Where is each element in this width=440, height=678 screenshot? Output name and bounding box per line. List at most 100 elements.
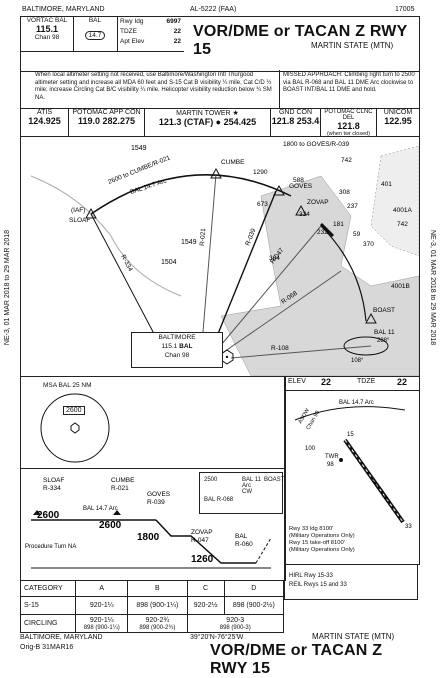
title: VOR/DME or TACAN Z RWY 15 (193, 23, 408, 58)
bal-dme: 14.7 (84, 31, 106, 40)
profile-view: SLOAF R-334 CUMBE R-021 GOVES R-039 ZOVA… (20, 468, 286, 581)
vortac-chan: Chan 98 (34, 34, 60, 41)
obstacle-401: 401 (381, 181, 392, 188)
label-r108: R-108 (271, 345, 289, 352)
fix-cumbe (210, 167, 222, 179)
apt-note-1: (Military Operations Only) (289, 533, 355, 539)
ma-r: BAL R-068 (204, 497, 234, 503)
vortac-info-box: BALTIMORE 115.1 BAL Chan 98 (131, 332, 223, 368)
footer-airport: MARTIN STATE (MTN) (312, 632, 395, 641)
comm-unicom-label: UNICOM (383, 109, 413, 116)
label-cumbe: CUMBE (221, 159, 245, 166)
label-zovap: ZOVAP (307, 199, 329, 206)
profile-cumbe: CUMBE (111, 477, 135, 484)
label-bal-arc: BAL 14.7 Arc (129, 177, 168, 196)
obstacle-4001b: 4001B (391, 283, 410, 290)
airport-name: MARTIN STATE (MTN) (311, 41, 394, 50)
apt-note-0: Rwy 33 ldg 8100' (289, 526, 334, 532)
briefing-notes: When local altimeter setting not receive… (35, 72, 272, 101)
vortac-freq: 115.1 (35, 24, 59, 34)
apt-elev: 22 (173, 38, 181, 45)
comm-tower-label: MARTIN TOWER ★ (176, 110, 239, 117)
footer-coords: 39°20'N-76°25'W (190, 634, 244, 641)
footer-location: BALTIMORE, MARYLAND (20, 634, 103, 641)
airport-diagram: ELEV 22 TDZE 22 100 BAL 14.7 Arc TWR 98 … (284, 376, 420, 565)
profile-sloaf-fix (33, 510, 41, 515)
comm-unicom-value: 122.95 (384, 116, 412, 126)
dme-arc (90, 174, 292, 215)
radial-r068 (220, 270, 342, 355)
comm-clnc-value: 121.8 (337, 121, 360, 131)
label-bal11: BAL 11 (374, 329, 395, 336)
label-goves: GOVES (289, 183, 313, 190)
profile-r334: R-334 (43, 485, 61, 492)
comm-tower-value: 121.3 (CTAF) ● 254.425 (158, 117, 257, 127)
obstacle-181: 181 (333, 221, 344, 228)
header-amdt: 17005 (395, 6, 415, 13)
label-holding-in: 288° (377, 338, 390, 344)
comm-clnc-note: (when twr closed) (326, 131, 371, 137)
min-s15-a: 920-1¼ (75, 596, 129, 615)
min-h-a: A (75, 580, 129, 597)
profile-zovap: ZOVAP (191, 529, 213, 536)
land-mass (220, 175, 419, 376)
label-r039: R-039 (244, 227, 257, 246)
profile-r021: R-021 (111, 485, 129, 492)
profile-sloaf: SLOAF (43, 477, 64, 484)
apt-rwy-a: 15 (347, 432, 354, 438)
tower-icon (339, 458, 343, 462)
minimums-header-row: CATEGORY A B C D (19, 580, 285, 597)
msa-alt: 2600 (63, 406, 85, 415)
label-boast: BOAST (373, 307, 395, 314)
tdze-value-apt: 22 (397, 377, 408, 387)
footer-title: VOR/DME or TACAN Z RWY 15 (210, 642, 383, 677)
radial-r039 (210, 190, 277, 352)
profile-bal: BAL (235, 533, 248, 540)
fix-goves (273, 184, 285, 196)
comm-clnc-label: POTOMAC CLNC DEL (324, 109, 373, 121)
obstacle-334: 334 (299, 211, 310, 218)
min-s15-c: 920-2½ (186, 596, 225, 615)
msa-vortac-icon (70, 422, 80, 434)
profile-descent (155, 519, 256, 564)
profile-missed (255, 537, 272, 564)
min-h-cat: CATEGORY (19, 580, 77, 597)
vortac-box-chan: Chan 98 (164, 352, 190, 359)
profile-cumbe-fix (113, 510, 121, 515)
comm-gnd-value: 121.8 253.4 (271, 116, 320, 126)
obstacle-370: 370 (363, 241, 374, 248)
runway (319, 222, 335, 238)
label-top-note: 1800 to GOVES/R-039 (283, 141, 350, 148)
profile-alt-2600b: 2600 (99, 520, 122, 531)
obstacle-308: 308 (339, 189, 350, 196)
apt-dims: 6997 X 180 (369, 478, 390, 504)
profile-goves: GOVES (147, 491, 171, 498)
msa-circle (40, 393, 110, 463)
profile-arc: BAL 14.7 Arc (83, 506, 118, 512)
comm-atis-label: ATIS (36, 109, 53, 116)
profile-svg: SLOAF R-334 CUMBE R-021 GOVES R-039 ZOVA… (25, 477, 272, 569)
comm-app-label: POTOMAC APP CON (72, 109, 141, 116)
obstacle-232: 232 (317, 229, 328, 236)
minimums-row-s15: S-15 920-1¼ 898 (900-1¼) 920-2½ 898 (900… (19, 596, 285, 615)
missed-approach: MISSED APPROACH: Climbing right turn to … (283, 72, 415, 93)
comm-gnd-label: GND CON (278, 109, 313, 116)
right-margin-date: NE-3, 01 MAR 2018 to 29 MAR 2018 (429, 230, 436, 346)
radial-r021 (200, 173, 217, 357)
footer-orig: Orig-B 31MAR16 (20, 644, 74, 651)
obstacle-673: 673 (257, 201, 268, 208)
obstacle-4001a: 4001A (393, 207, 412, 214)
profile-alt-2600a: 2600 (37, 510, 60, 521)
obstacle-237: 237 (347, 203, 358, 210)
minimums-table: CATEGORY A B C D S-15 920-1¼ 898 (900-1¼… (19, 580, 285, 633)
obstacle-1549a: 1549 (131, 145, 147, 152)
obstacle-742b: 742 (397, 221, 408, 228)
obstacle-742a: 742 (341, 157, 352, 164)
rwy-idg-label: Rwy Idg (120, 18, 144, 25)
obstacle-1549b: 1549 (181, 239, 197, 246)
min-h-c: C (186, 580, 225, 597)
obstacle-59: 59 (353, 231, 361, 238)
min-s15-name: S-15 (19, 596, 77, 615)
